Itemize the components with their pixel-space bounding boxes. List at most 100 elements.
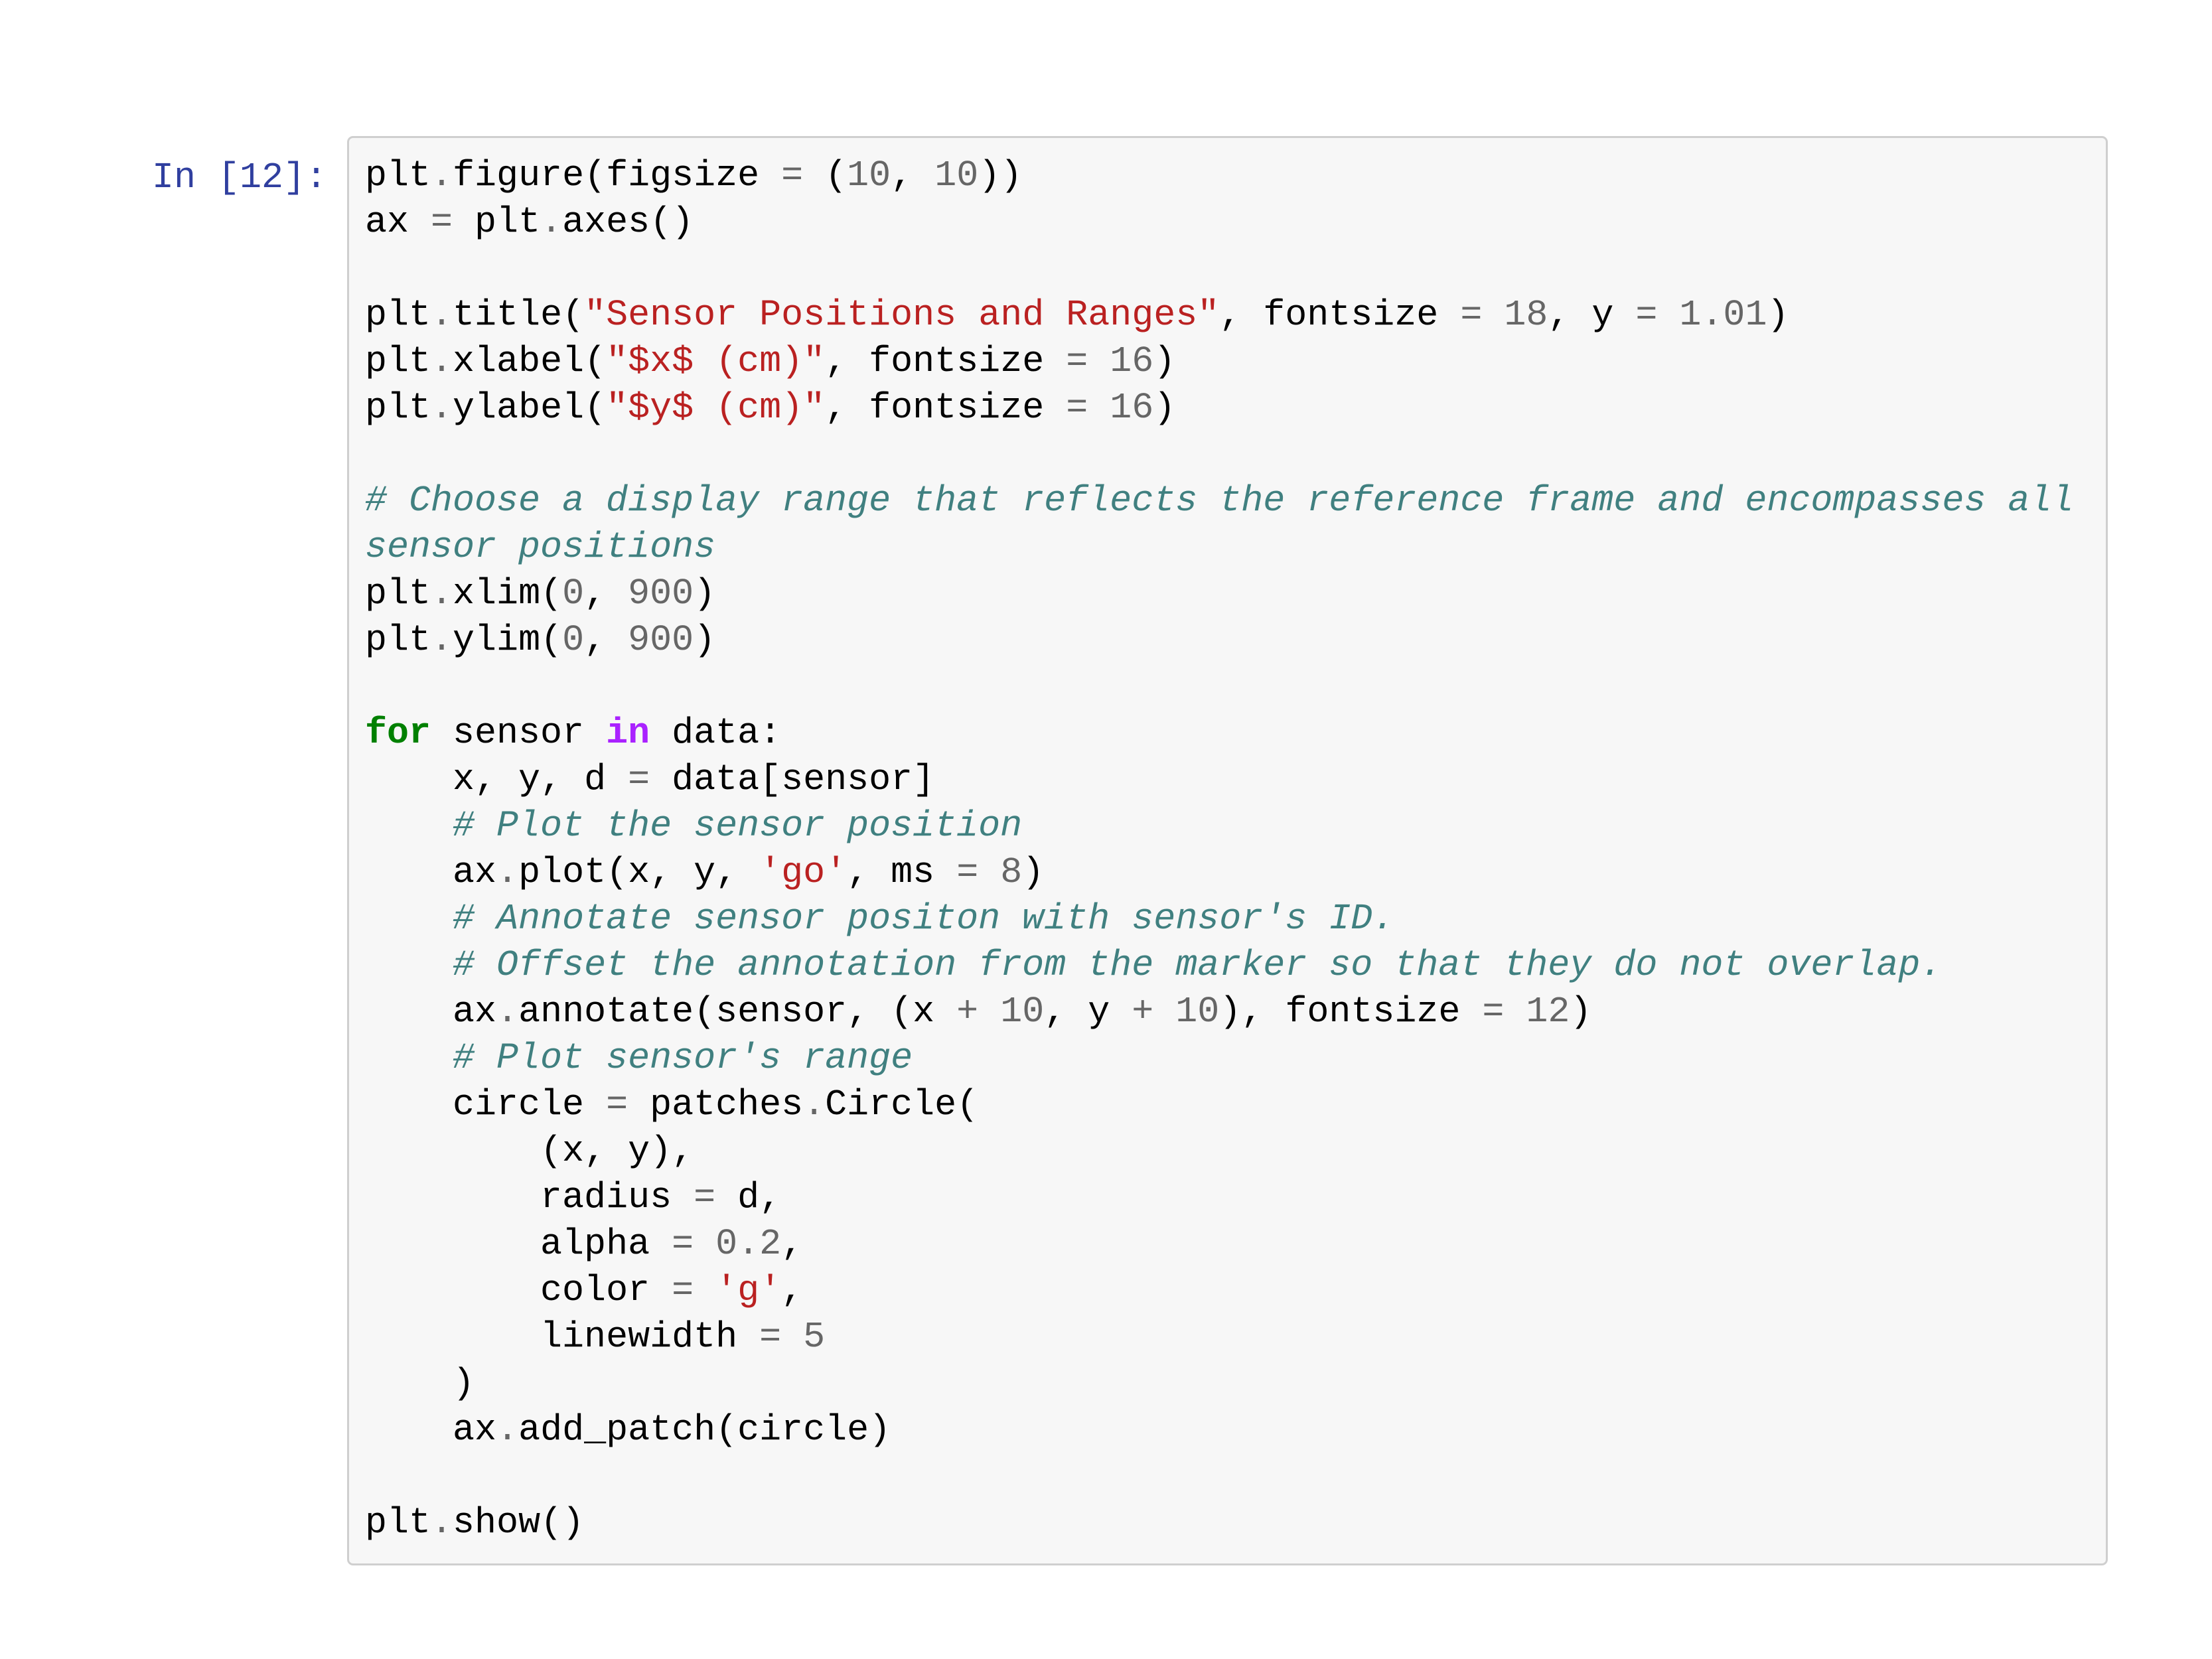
code-token: alpha <box>365 1223 672 1265</box>
code-token: # Annotate sensor positon with sensor's … <box>453 898 1395 940</box>
code-token: 0.2 <box>715 1223 782 1265</box>
code-token: = <box>781 155 804 196</box>
code-token: 5 <box>803 1316 826 1358</box>
code-token: = <box>672 1223 694 1265</box>
code-token: ), fontsize <box>1219 991 1483 1033</box>
code-token: + <box>956 991 979 1033</box>
code-token: data: <box>650 712 782 754</box>
code-token: ) <box>694 619 716 661</box>
code-token: plt <box>365 1502 431 1544</box>
code-token: = <box>431 201 453 243</box>
code-token <box>978 851 1000 893</box>
code-token: + <box>1132 991 1154 1033</box>
code-token <box>1482 294 1504 336</box>
code-token: # Offset the annotation from the marker … <box>453 944 1943 986</box>
code-token: 16 <box>1110 387 1154 429</box>
code-token: ) <box>1767 294 1789 336</box>
code-token: ylim( <box>453 619 563 661</box>
code-token: 16 <box>1110 340 1154 382</box>
code-token: 10 <box>1175 991 1220 1033</box>
code-token: = <box>1460 294 1483 336</box>
code-token: = <box>1066 340 1088 382</box>
code-token: = <box>606 1084 628 1125</box>
code-token: , <box>584 619 628 661</box>
code-token: = <box>628 758 650 800</box>
code-token: . <box>431 619 453 661</box>
code-token: , <box>891 155 935 196</box>
code-token: , fontsize <box>825 387 1067 429</box>
code-token <box>781 1316 803 1358</box>
code-token: ax <box>365 851 497 893</box>
code-token: d, <box>715 1177 782 1218</box>
code-token: 10 <box>847 155 891 196</box>
code-token: circle <box>365 1084 607 1125</box>
code-token: in <box>606 712 650 754</box>
code-token: ax <box>365 201 431 243</box>
code-token: , ms <box>847 851 957 893</box>
code-token: annotate(sensor, (x <box>518 991 957 1033</box>
code-token: radius <box>365 1177 694 1218</box>
code-token: (x, y), <box>365 1130 694 1172</box>
code-token: 1.01 <box>1679 294 1767 336</box>
code-token: plt <box>365 573 431 614</box>
code-token: title( <box>453 294 585 336</box>
code-token: , y <box>1548 294 1636 336</box>
code-token: x, y, d <box>365 758 628 800</box>
code-token <box>365 898 453 940</box>
code-token: = <box>694 1177 716 1218</box>
code-token <box>365 944 453 986</box>
code-token: axes() <box>562 201 694 243</box>
code-token: . <box>496 991 519 1033</box>
code-token: # Choose a display range that reflects t… <box>365 480 2096 568</box>
code-token: plt <box>365 387 431 429</box>
code-token <box>365 805 453 847</box>
code-token: 10 <box>934 155 979 196</box>
code-token: . <box>431 387 453 429</box>
code-token: data[sensor] <box>650 758 935 800</box>
code-token: , fontsize <box>825 340 1067 382</box>
code-cell: In [12]: plt.figure(figsize = (10, 10)) … <box>0 136 2108 1565</box>
code-token: . <box>540 201 563 243</box>
code-token: = <box>1635 294 1658 336</box>
code-token: , y <box>1044 991 1132 1033</box>
code-token: 'go' <box>759 851 848 893</box>
code-token: )) <box>978 155 1023 196</box>
code-token: 18 <box>1504 294 1548 336</box>
code-token: . <box>431 340 453 382</box>
code-token: plt <box>453 201 541 243</box>
code-token: ax <box>365 1409 497 1451</box>
code-token: . <box>496 851 519 893</box>
code-token: plot(x, y, <box>518 851 760 893</box>
code-token <box>1088 387 1110 429</box>
code-token: xlabel( <box>453 340 607 382</box>
code-token: plt <box>365 619 431 661</box>
code-token <box>978 991 1000 1033</box>
code-input-area[interactable]: plt.figure(figsize = (10, 10)) ax = plt.… <box>347 136 2108 1565</box>
code-token: ylabel( <box>453 387 607 429</box>
input-prompt: In [12]: <box>151 157 327 198</box>
code-token: 10 <box>1000 991 1045 1033</box>
code-token: . <box>496 1409 519 1451</box>
code-token: 0 <box>562 573 585 614</box>
code-token: "Sensor Positions and Ranges" <box>584 294 1220 336</box>
code-token: , <box>781 1223 804 1265</box>
code-token: plt <box>365 340 431 382</box>
code-token: 900 <box>628 573 694 614</box>
code-token: color <box>365 1269 672 1311</box>
code-token: = <box>1066 387 1088 429</box>
code-token <box>1504 991 1526 1033</box>
code-token: plt <box>365 155 431 196</box>
code-token <box>365 1037 453 1079</box>
code-token: 0 <box>562 619 585 661</box>
code-token <box>694 1223 715 1265</box>
code-token: 12 <box>1526 991 1570 1033</box>
code-editor[interactable]: plt.figure(figsize = (10, 10)) ax = plt.… <box>365 153 2090 1546</box>
code-token: 'g' <box>715 1269 782 1311</box>
code-token: show() <box>453 1502 585 1544</box>
code-token <box>694 1269 715 1311</box>
code-token: . <box>431 1502 453 1544</box>
code-token: , <box>781 1269 804 1311</box>
code-token: . <box>431 294 453 336</box>
code-token: linewidth <box>365 1316 760 1358</box>
